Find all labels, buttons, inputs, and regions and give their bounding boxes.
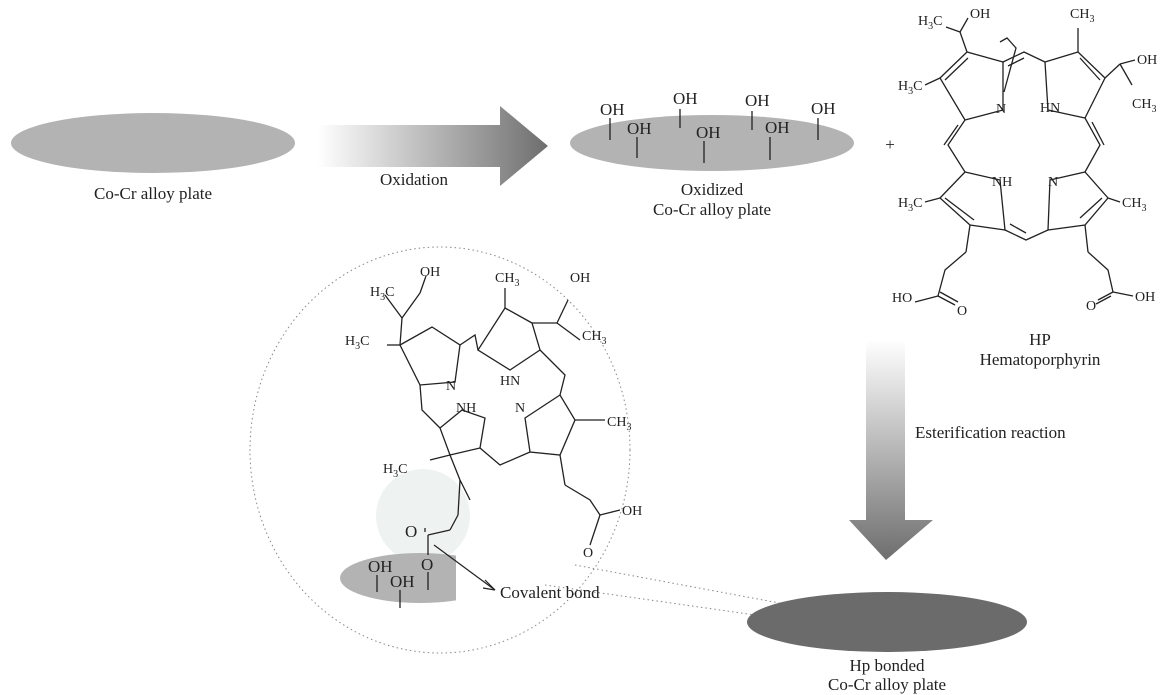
oh-label: OH: [390, 572, 415, 591]
hp-label-line1: HP: [1029, 330, 1051, 349]
esterification-arrow: [849, 340, 933, 560]
svg-text:CH3: CH3: [495, 271, 519, 289]
svg-text:H3C: H3C: [370, 285, 394, 303]
esterification-label: Esterification reaction: [915, 423, 1066, 442]
covalent-bond-label: Covalent bond: [500, 583, 600, 602]
oxidized-plate: [570, 115, 854, 171]
n-label: N: [515, 401, 525, 416]
hp-label-line2: Hematoporphyrin: [980, 350, 1101, 369]
oh-label: OH: [627, 119, 652, 138]
carbonyl-o-label: O: [405, 522, 417, 541]
bonded-hp-structure: H3C OH CH3 OH CH3 H3C N HN NH N CH3 H3C …: [345, 265, 642, 608]
zoom-callout-circle: [249, 246, 631, 654]
svg-text:CH3: CH3: [1070, 7, 1094, 25]
oh-label: OH: [622, 504, 642, 519]
n-label: N: [1048, 175, 1058, 190]
oh-label: OH: [1135, 290, 1155, 305]
svg-text:CH3: CH3: [582, 329, 606, 347]
oh-label: OH: [745, 91, 770, 110]
hn-label: HN: [500, 374, 520, 389]
oh-label: OH: [368, 557, 393, 576]
zoom-plate-section: [340, 553, 456, 603]
ester-o-label: O: [421, 555, 433, 574]
svg-text:H3C: H3C: [898, 196, 922, 214]
hn-label: HN: [1040, 101, 1060, 116]
oxidation-label: Oxidation: [380, 170, 448, 189]
oh-label: OH: [420, 265, 440, 280]
o-label: O: [1086, 299, 1096, 314]
ester-highlight: [376, 469, 470, 563]
ho-label: HO: [892, 291, 912, 306]
oh-label: OH: [811, 99, 836, 118]
hp-bonded-plate: [747, 592, 1027, 652]
svg-text:H3C: H3C: [918, 14, 942, 32]
oh-label: OH: [696, 123, 721, 142]
hematoporphyrin-structure: H3C OH CH3 OH CH3 H3C N HN NH N H3C CH3 …: [892, 7, 1157, 319]
plus-sign: +: [885, 135, 895, 154]
oh-label: OH: [673, 89, 698, 108]
n-label: N: [446, 379, 456, 394]
oxidized-label-line1: Oxidized: [681, 180, 744, 199]
oxidized-label-line2: Co-Cr alloy plate: [653, 200, 771, 219]
oh-label: OH: [765, 118, 790, 137]
oh-label: OH: [600, 100, 625, 119]
oh-label: OH: [970, 7, 990, 22]
n-label: N: [996, 102, 1006, 117]
bonded-label-line2: Co-Cr alloy plate: [828, 675, 946, 694]
o-label: O: [583, 546, 593, 561]
svg-text:H3C: H3C: [345, 334, 369, 352]
svg-text:CH3: CH3: [607, 415, 631, 433]
oh-label: OH: [570, 271, 590, 286]
nh-label: NH: [456, 401, 476, 416]
oh-label: OH: [1137, 53, 1157, 68]
svg-text:CH3: CH3: [1132, 97, 1156, 115]
oxidation-arrow: [318, 106, 548, 186]
nh-label: NH: [992, 175, 1012, 190]
bonded-label-line1: Hp bonded: [849, 656, 925, 675]
co-cr-plate-label: Co-Cr alloy plate: [94, 184, 212, 203]
co-cr-plate: [11, 113, 295, 173]
zoom-connector-lines: [544, 564, 791, 616]
o-label: O: [957, 304, 967, 319]
svg-text:H3C: H3C: [383, 462, 407, 480]
svg-text:CH3: CH3: [1122, 196, 1146, 214]
surface-hydroxyl-groups: OH OH OH OH OH OH OH: [600, 89, 836, 163]
svg-text:H3C: H3C: [898, 79, 922, 97]
